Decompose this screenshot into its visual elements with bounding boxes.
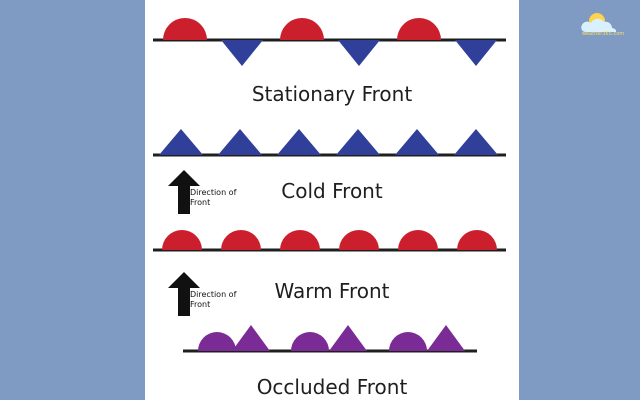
occluded-semicircle — [291, 332, 329, 351]
warm-front-title: Warm Front — [274, 279, 390, 303]
stationary-front-title: Stationary Front — [251, 82, 413, 106]
warm-front-symbol — [153, 230, 506, 252]
front-types-panel: Stationary Front Direction of Front Cold… — [145, 0, 519, 400]
cold-front-triangle — [159, 129, 203, 155]
cold-front-triangle — [395, 129, 439, 155]
occluded-semicircle — [198, 332, 236, 351]
warm-front-semicircle — [398, 230, 438, 250]
warm-front-semicircle — [457, 230, 497, 250]
warm-front-semicircle — [280, 230, 320, 250]
warm-front-semicircle — [339, 230, 379, 250]
cold-front-symbol — [153, 129, 506, 157]
warm-front-semicircle — [162, 230, 202, 250]
direction-label-line-1: Direction of — [190, 188, 237, 197]
up-arrow-icon — [168, 272, 200, 316]
warm-front-semicircle — [221, 230, 261, 250]
cold-front-title: Cold Front — [281, 179, 383, 203]
occluded-front-symbol — [183, 325, 477, 353]
direction-label-line-2: Front — [190, 198, 211, 207]
direction-of-front-label: Direction of Front — [190, 290, 236, 310]
direction-label-line-1: Direction of — [190, 290, 237, 299]
direction-of-front-label: Direction of Front — [190, 188, 236, 208]
cold-front-triangle — [218, 129, 262, 155]
stationary-warm-semicircle — [397, 18, 441, 40]
up-arrow-icon — [168, 170, 200, 214]
cold-front-triangle — [336, 129, 380, 155]
stationary-cold-triangle — [338, 40, 380, 66]
logo-text: weather365.com — [581, 31, 625, 37]
occluded-semicircle — [389, 332, 427, 351]
occluded-triangle — [427, 325, 465, 351]
cold-front-triangle — [277, 129, 321, 155]
stationary-front-symbol — [153, 18, 506, 66]
direction-label-line-2: Front — [190, 300, 211, 309]
sun-cloud-logo-icon — [581, 13, 617, 32]
occluded-front-title: Occluded Front — [256, 375, 408, 399]
stationary-warm-semicircle — [280, 18, 324, 40]
occluded-triangle — [232, 325, 270, 351]
stationary-cold-triangle — [221, 40, 263, 66]
stationary-cold-triangle — [455, 40, 497, 66]
cold-front-triangle — [454, 129, 498, 155]
occluded-triangle — [329, 325, 367, 351]
stationary-warm-semicircle — [163, 18, 207, 40]
